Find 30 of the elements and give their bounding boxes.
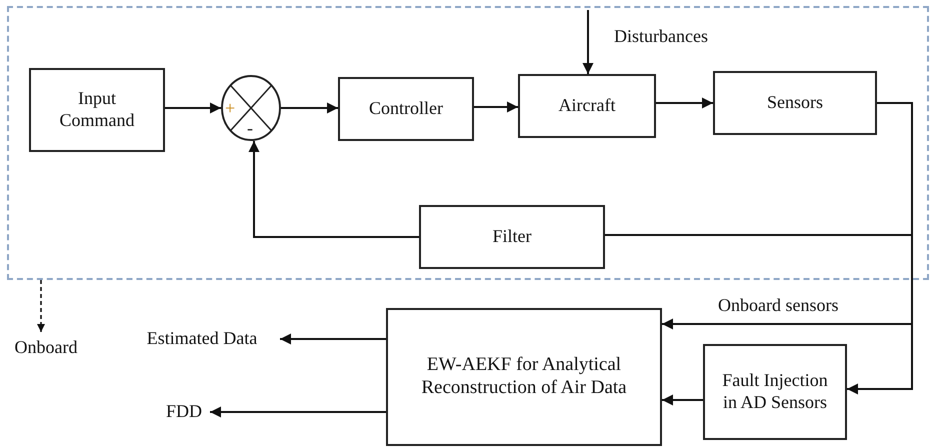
dashed-arrow — [37, 280, 45, 332]
process-box — [703, 344, 847, 440]
box-label: Controller — [369, 98, 443, 120]
box-label: Fault Injection in AD Sensors — [721, 370, 829, 414]
box-label: Onboard — [14, 337, 78, 359]
process-box — [419, 205, 605, 269]
process-box — [713, 71, 877, 135]
arrow — [656, 98, 713, 108]
box-label: Sensors — [766, 92, 823, 114]
box-label: Aircraft — [558, 95, 616, 117]
arrow — [280, 334, 386, 344]
process-box — [386, 308, 662, 446]
arrow — [474, 102, 518, 112]
arrow — [210, 406, 386, 418]
process-box — [518, 74, 656, 138]
arrow — [248, 141, 419, 238]
box-label: Estimated Data — [146, 328, 258, 350]
box-label: FDD — [166, 401, 202, 423]
sign-symbol: + — [225, 99, 236, 117]
arrow — [847, 102, 913, 394]
box-label: EW-AEKF for Analytical Reconstruction of Air Data — [420, 354, 628, 400]
process-box — [29, 68, 165, 152]
arrow — [165, 102, 221, 114]
sign-symbol: - — [247, 119, 253, 137]
box-label: Input Command — [58, 88, 136, 132]
arrow — [662, 394, 703, 406]
box-label: Filter — [492, 226, 532, 248]
process-box — [338, 77, 474, 141]
arrow — [281, 102, 338, 114]
arrow — [582, 10, 594, 74]
